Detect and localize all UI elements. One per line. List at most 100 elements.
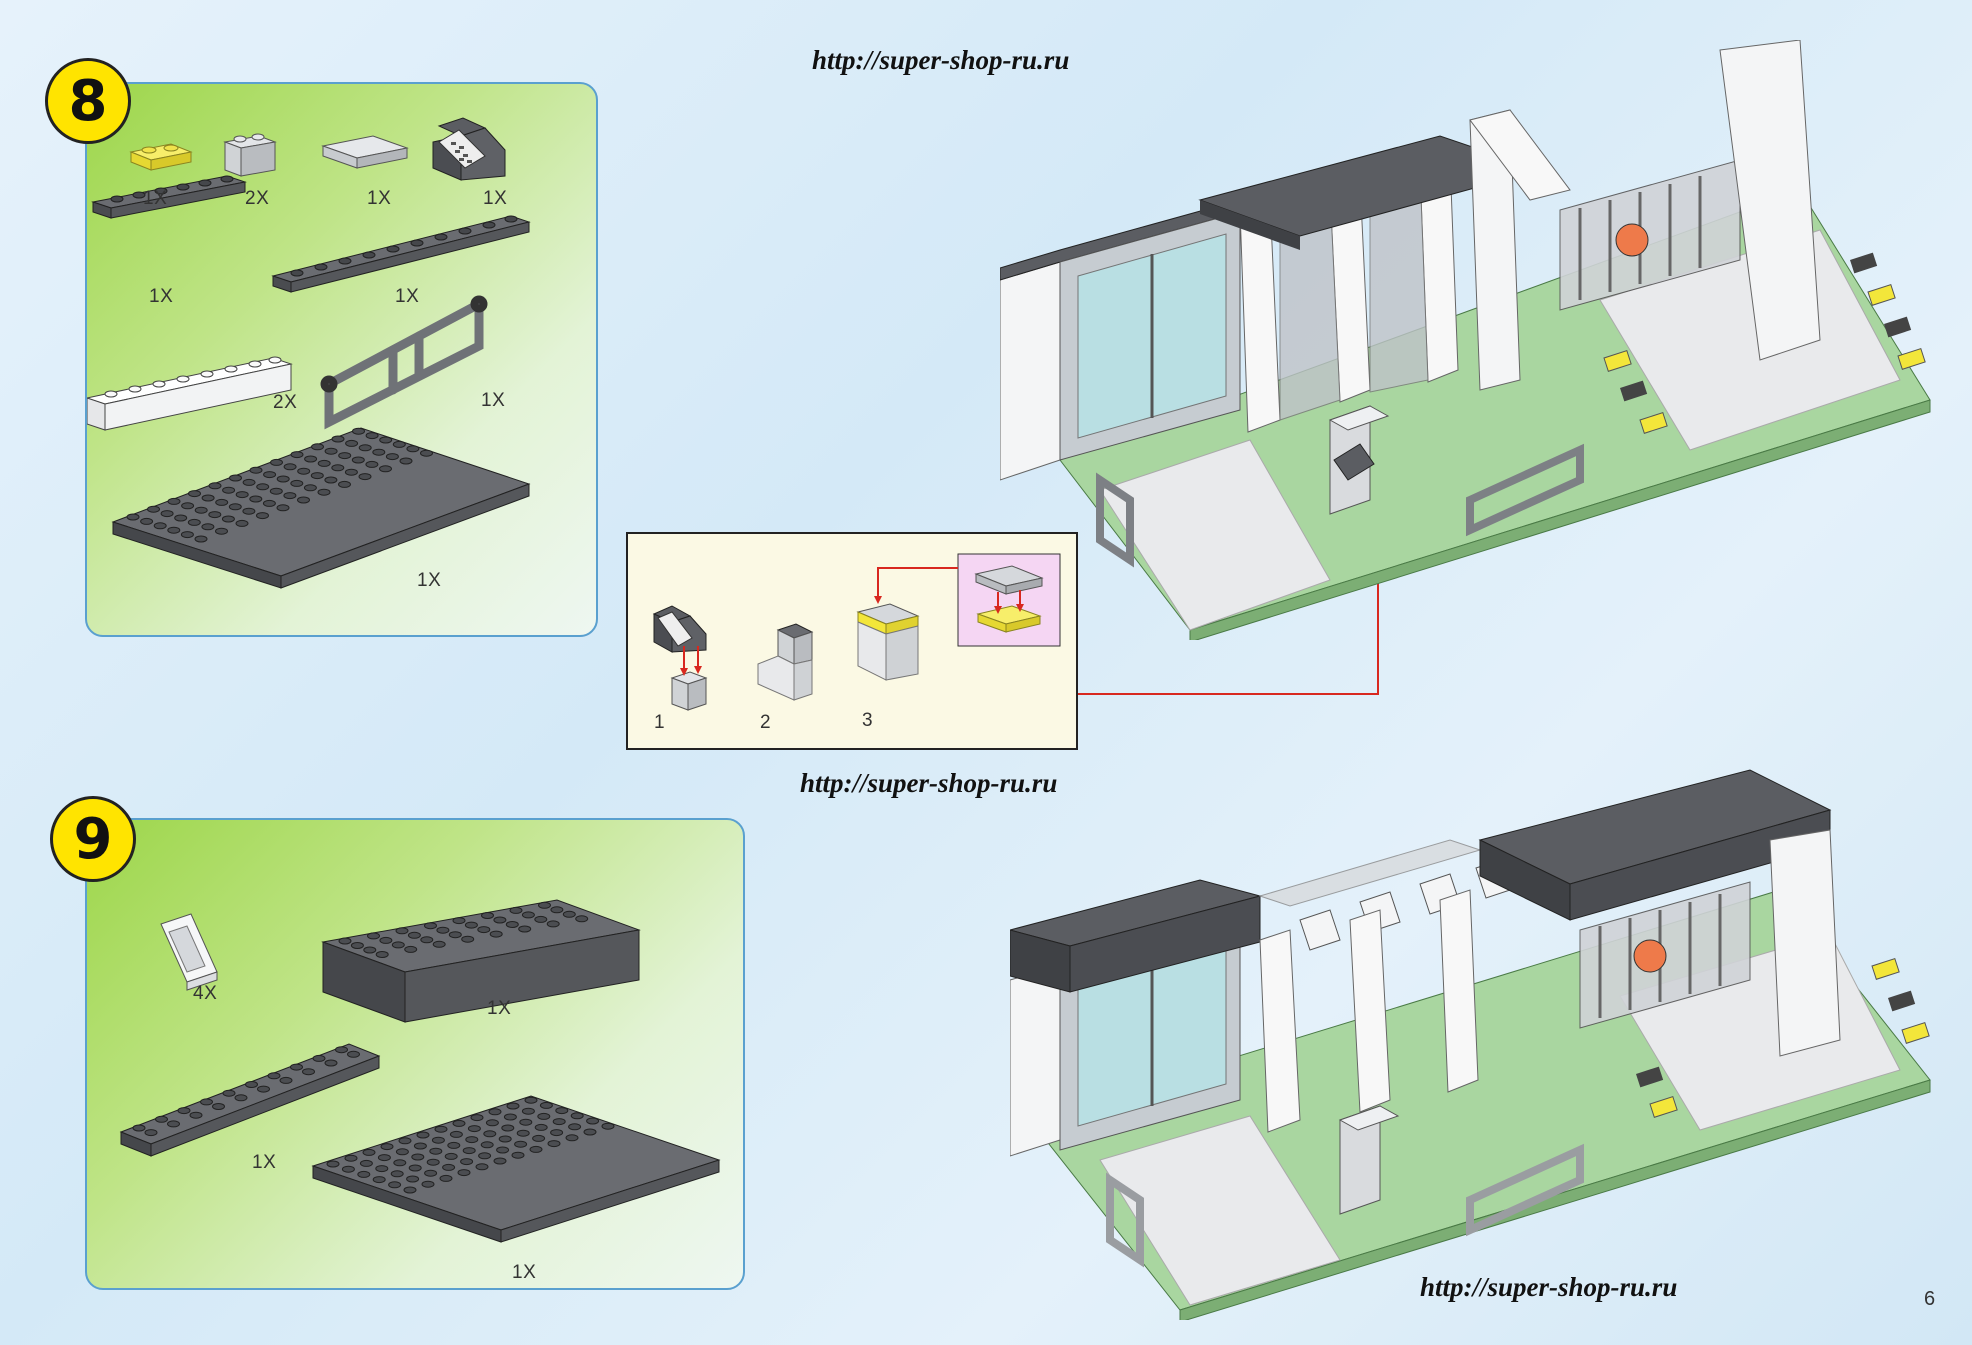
stud	[565, 1134, 579, 1142]
stud	[290, 451, 304, 459]
watermark-bottom: http://super-shop-ru.ru	[1420, 1272, 1678, 1302]
part-qty-fence: 1X	[481, 390, 506, 411]
stud	[194, 535, 208, 543]
stud	[222, 486, 236, 494]
stud	[257, 1085, 270, 1093]
part-qty-window: 4X	[193, 983, 218, 1004]
stud	[215, 527, 228, 535]
stud	[547, 1140, 561, 1148]
stud	[448, 931, 462, 939]
stud	[160, 510, 174, 518]
dark-grey-brick-4x8-part	[321, 899, 641, 1023]
stud	[434, 1125, 448, 1133]
sub-assembly-illustration	[652, 553, 1061, 711]
stud	[568, 1123, 582, 1131]
stud	[521, 911, 535, 919]
stud	[144, 1129, 158, 1137]
stud	[421, 1180, 435, 1188]
stud	[416, 1131, 430, 1139]
stud	[399, 457, 413, 465]
stud	[521, 1107, 535, 1115]
stud	[420, 449, 433, 457]
stud	[403, 1186, 417, 1194]
stud	[511, 1151, 525, 1159]
stud	[345, 439, 359, 447]
stud	[188, 490, 201, 498]
part-qty-keypad-slope: 1X	[483, 188, 508, 209]
stud	[304, 455, 318, 463]
stud	[478, 1152, 492, 1160]
stud	[555, 1107, 569, 1115]
part-qty-plate-6x12: 1X	[417, 570, 442, 591]
stud	[442, 1163, 456, 1171]
stud	[388, 1181, 402, 1189]
stud	[429, 1147, 443, 1155]
stud	[534, 915, 548, 923]
stud	[290, 1063, 303, 1071]
stud	[480, 1141, 494, 1149]
stud	[506, 1102, 520, 1110]
stud	[505, 921, 519, 928]
white-brick-1x8-part	[87, 356, 293, 431]
stud	[519, 1118, 533, 1126]
model-step-8-illustration	[1000, 40, 1931, 640]
stud	[449, 1130, 463, 1138]
stud	[483, 1130, 497, 1138]
stud	[189, 1111, 203, 1119]
stud	[153, 522, 167, 530]
stud	[461, 935, 475, 943]
stud	[407, 931, 421, 939]
stud	[488, 1108, 502, 1116]
stud	[338, 937, 352, 945]
stud	[200, 1098, 213, 1106]
stud	[331, 464, 345, 472]
stud	[283, 492, 297, 500]
part-qty-brick-4x8: 1X	[487, 998, 512, 1019]
stud	[229, 474, 242, 482]
stud	[338, 452, 352, 460]
part-qty-plate-1x10: 1X	[395, 286, 420, 307]
stud	[302, 1068, 315, 1076]
part-qty-yellow-plate: 1X	[143, 188, 168, 209]
stud	[393, 1159, 407, 1167]
stud	[436, 926, 450, 934]
stud	[351, 456, 365, 464]
stud	[297, 467, 311, 475]
stud	[212, 1103, 225, 1110]
stud	[452, 1119, 466, 1127]
stud	[406, 1175, 420, 1183]
stud	[447, 1141, 461, 1149]
stud	[234, 1094, 248, 1102]
stud	[311, 443, 324, 451]
watermark-middle: http://super-shop-ru.ru	[800, 768, 1058, 798]
stud	[331, 435, 345, 443]
stud	[444, 1152, 458, 1160]
stud	[390, 1170, 404, 1178]
step-8-parts-illustration	[87, 117, 531, 589]
stud	[317, 488, 331, 496]
sub-step-2-number: 2	[760, 712, 771, 733]
stud	[546, 920, 560, 928]
stud	[529, 1145, 543, 1153]
stud	[496, 1146, 510, 1154]
stud	[242, 507, 256, 515]
stud	[324, 447, 338, 455]
model-step-9-illustration	[1010, 769, 1931, 1320]
dark-grey-plate-6x12-part	[311, 1095, 721, 1243]
stud	[392, 440, 406, 448]
stud	[377, 1154, 391, 1162]
stud	[462, 1147, 476, 1155]
stud	[283, 463, 297, 471]
sub-step-2-illustration	[757, 623, 814, 701]
stud	[562, 910, 576, 918]
part-qty-plate-1x6: 1X	[149, 286, 174, 307]
stud	[379, 436, 393, 444]
white-window-part	[160, 913, 218, 991]
stud	[424, 1169, 438, 1177]
stud	[537, 1112, 551, 1120]
stud	[503, 1113, 517, 1121]
stud	[470, 1114, 484, 1122]
stud	[570, 1112, 584, 1120]
stud	[235, 519, 249, 527]
stud	[181, 502, 195, 510]
